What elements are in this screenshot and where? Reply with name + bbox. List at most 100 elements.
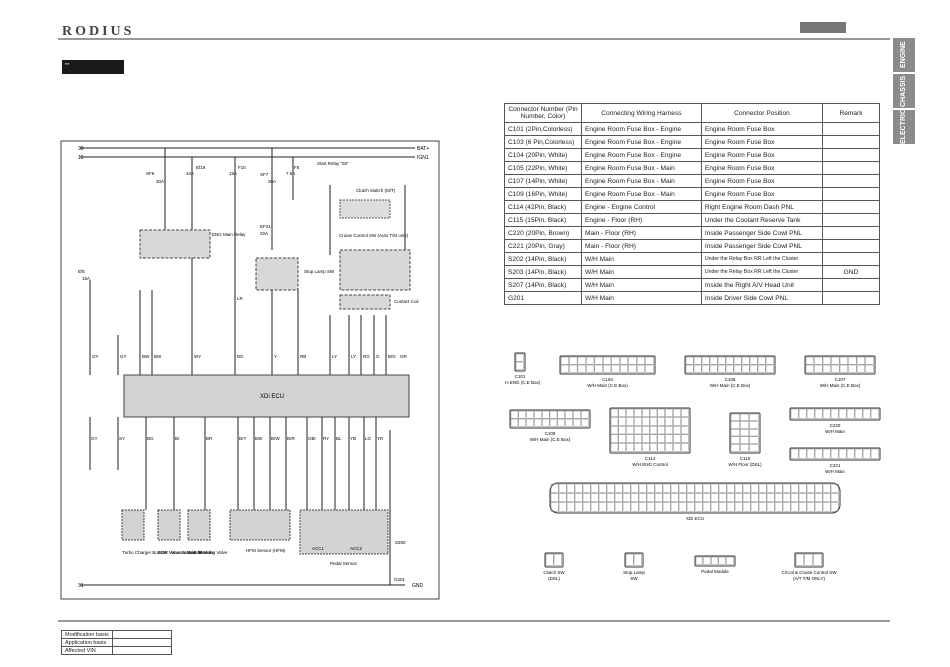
wire-color-label: B/G bbox=[388, 354, 396, 359]
mod-basis-label: Modification basis bbox=[61, 630, 113, 639]
wire-color-label: BW bbox=[142, 354, 150, 359]
connector-pin bbox=[657, 408, 666, 418]
connector-pin bbox=[717, 364, 726, 373]
eng-relay-box bbox=[139, 229, 211, 259]
fuse-ef21: EF21 bbox=[260, 224, 271, 229]
connector-pin bbox=[611, 356, 620, 365]
table-cell bbox=[822, 278, 880, 292]
connector-pin bbox=[701, 356, 710, 365]
table-cell bbox=[822, 187, 880, 201]
connector-pin bbox=[749, 356, 758, 365]
connector-pin bbox=[790, 502, 799, 512]
connector-pin bbox=[657, 417, 666, 426]
connector-pin bbox=[626, 408, 634, 418]
connector-desc: W/H Main (C.E Box) bbox=[710, 383, 751, 388]
col-position: Connector Position bbox=[700, 103, 824, 123]
connector-pin bbox=[686, 493, 695, 503]
connector-pin bbox=[580, 418, 589, 427]
connector-pin bbox=[822, 364, 831, 373]
connector-pin bbox=[790, 493, 799, 503]
tab-engine[interactable]: ENGINE bbox=[893, 38, 915, 72]
schematic-frame bbox=[60, 140, 440, 600]
connector-pin bbox=[618, 408, 627, 418]
connector-pin bbox=[798, 502, 807, 512]
fuse-f5-amp: 7.5A bbox=[286, 171, 295, 176]
connector-pin bbox=[718, 502, 727, 512]
connector-pin bbox=[685, 364, 694, 373]
connector-pin bbox=[580, 410, 589, 419]
tab-chassis[interactable]: CHASSIS bbox=[893, 74, 915, 108]
connector-pin bbox=[710, 493, 719, 503]
header-rule bbox=[58, 38, 890, 40]
wire-color-label: Y bbox=[274, 354, 277, 359]
table-cell bbox=[822, 161, 880, 175]
connector-pin bbox=[694, 502, 703, 512]
s260-label: S260 bbox=[395, 540, 406, 545]
table-cell: Main - Floor (RH) bbox=[581, 226, 702, 240]
connector-pin bbox=[618, 417, 627, 426]
connector-pin bbox=[865, 356, 874, 365]
connector-pin bbox=[730, 413, 740, 422]
table-cell: Engine Room Fuse Box - Engine bbox=[581, 122, 702, 136]
connector-pin bbox=[619, 364, 629, 373]
connector-pin bbox=[630, 502, 639, 512]
table-cell bbox=[822, 200, 880, 214]
table-cell bbox=[822, 174, 880, 188]
tab-electric[interactable]: ELECTRIC bbox=[893, 109, 915, 144]
gnd-label: GND bbox=[412, 583, 424, 589]
wire-color-label: LG bbox=[365, 436, 372, 441]
connector-pin bbox=[641, 443, 650, 452]
g201-label: G201 bbox=[394, 577, 406, 582]
wire-color-label: GY bbox=[120, 354, 127, 359]
connector-pin bbox=[741, 356, 750, 365]
connector-pin bbox=[573, 410, 581, 419]
connector-pin bbox=[854, 408, 863, 419]
wire-color-label: BrR bbox=[287, 436, 296, 441]
connector-pin bbox=[649, 443, 658, 452]
wiring-schematic: 30 15 BAT+ IGN1 SF6 30A Ef19 10A F10 15A… bbox=[60, 140, 440, 600]
connector-pin bbox=[695, 556, 704, 565]
connector-pin bbox=[734, 483, 743, 493]
connector-pin bbox=[638, 502, 647, 512]
connector-pin bbox=[606, 502, 615, 512]
table-cell: Engine Room Fuse Box bbox=[700, 161, 824, 175]
connector-pin bbox=[830, 502, 839, 512]
connector-pin bbox=[590, 493, 599, 503]
table-cell bbox=[822, 226, 880, 240]
wire-color-label: G bbox=[376, 354, 380, 359]
vin-label: Affected VIN bbox=[61, 646, 113, 655]
table-row: C107 (14Pin, White)Engine Room Fuse Box … bbox=[504, 174, 880, 188]
table-cell: Right Engine Room Dash PNL bbox=[700, 200, 824, 214]
ecu-label: XDi ECU bbox=[260, 394, 284, 400]
connector-pin bbox=[598, 483, 607, 493]
table-cell: Engine Room Fuse Box - Main bbox=[581, 187, 702, 201]
connector-pin bbox=[710, 483, 719, 493]
connector-pin bbox=[549, 418, 558, 427]
connector-pin bbox=[550, 493, 559, 503]
connector-pin bbox=[673, 434, 681, 443]
table-cell: W/H Main bbox=[581, 265, 702, 279]
connector-pin bbox=[678, 502, 687, 512]
connector-pin bbox=[614, 483, 623, 493]
connector-pin bbox=[798, 493, 807, 503]
connector-pin bbox=[614, 493, 623, 503]
connector-pin bbox=[610, 425, 619, 435]
connector-pin bbox=[680, 434, 689, 443]
table-cell: GND bbox=[822, 265, 880, 279]
connector-pin bbox=[560, 364, 569, 373]
connector-pin bbox=[542, 418, 550, 427]
connector-pin bbox=[515, 361, 524, 370]
connector-shape bbox=[729, 412, 761, 454]
connector-pin bbox=[848, 356, 857, 365]
connector-pin bbox=[622, 483, 631, 493]
connector-pin bbox=[636, 356, 645, 365]
pedal-label: Pedal Sensor bbox=[330, 561, 358, 566]
connector-pin bbox=[749, 421, 759, 429]
connector-pin bbox=[846, 408, 855, 419]
fuse-f10: F10 bbox=[238, 165, 246, 170]
connector-pin bbox=[790, 483, 799, 493]
table-cell: W/H Main bbox=[581, 291, 702, 305]
side-tabs: ENGINE CHASSIS ELECTRIC bbox=[893, 38, 915, 146]
connector-id: C115 bbox=[740, 456, 751, 461]
